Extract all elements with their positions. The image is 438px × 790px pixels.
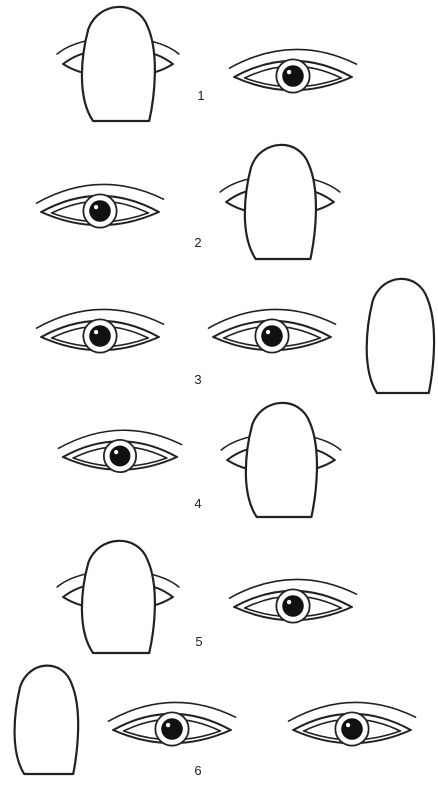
panel-4: 4: [58, 403, 340, 517]
panel-label: 4: [194, 496, 201, 511]
occluder-card: [367, 279, 434, 393]
eye: [208, 309, 335, 352]
panel-label: 3: [194, 372, 201, 387]
eye: [108, 702, 235, 745]
panel-label: 2: [194, 235, 201, 250]
occluder-card: [221, 403, 341, 517]
pupil: [161, 718, 183, 740]
panel-3: 3: [36, 279, 434, 393]
eye: [58, 430, 181, 472]
panel-6: 6: [15, 666, 416, 778]
eye: [229, 49, 356, 92]
panel-label: 1: [197, 88, 204, 103]
pupil: [282, 65, 304, 87]
pupil: [110, 446, 131, 467]
pupil: [282, 595, 304, 617]
occluder-card: [57, 7, 179, 121]
eye: [36, 309, 163, 352]
occluder-card: [220, 145, 340, 259]
eye: [36, 184, 163, 227]
pupil: [89, 200, 111, 222]
panel-label: 5: [195, 634, 202, 649]
occluder-card: [57, 541, 179, 653]
panel-5: 5: [57, 541, 356, 653]
panel-label: 6: [194, 763, 201, 778]
occluder-card: [15, 666, 79, 774]
panel-2: 2: [36, 145, 339, 259]
eye: [288, 702, 415, 745]
pupil: [341, 718, 363, 740]
panel-1: 1: [57, 7, 356, 121]
eye: [229, 579, 356, 622]
pupil: [89, 325, 111, 347]
pupil: [261, 325, 283, 347]
